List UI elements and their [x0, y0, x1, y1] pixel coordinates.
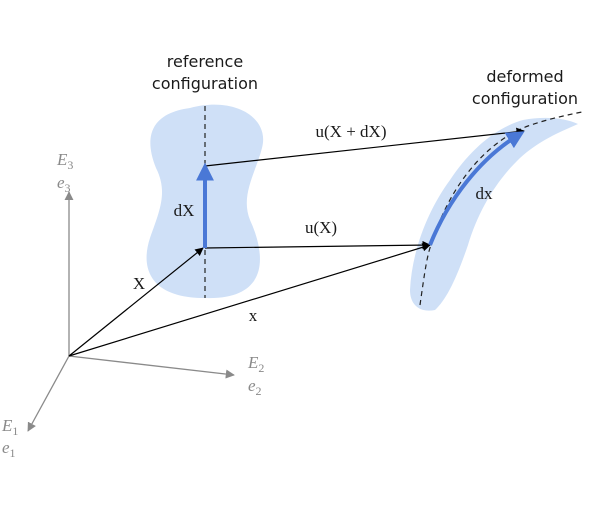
axis-e2-label: e2 [248, 376, 262, 398]
axis-E1-label: E1 [1, 416, 18, 438]
axis-E2-label: E2 [247, 353, 264, 375]
axis-E1-arrow [27, 355, 70, 432]
axis-E3-label: E3 [56, 150, 73, 172]
position-x-label: x [249, 306, 258, 325]
position-vector-x-arrow [68, 243, 431, 357]
deformed-configuration-region [410, 117, 578, 311]
axis-E2-arrow [68, 355, 235, 379]
reference-configuration-label-line1: reference [167, 52, 243, 71]
axis-e1-label: e1 [2, 438, 16, 460]
position-vector-X-arrow [68, 247, 204, 357]
element-dx-arrow [428, 131, 525, 246]
reference-configuration-label-line2: configuration [152, 74, 258, 93]
axis-e3-label: e3 [57, 173, 71, 195]
displacement-uXdX-label: u(X + dX) [316, 122, 387, 141]
element-dX-label: dX [174, 201, 195, 220]
displacement-uXdX-arrow [204, 127, 525, 167]
deformed-configuration-label-line2: configuration [472, 89, 578, 108]
deformed-configuration-label-line1: deformed [486, 67, 563, 86]
deformed-dashed-curve [419, 111, 583, 306]
position-X-label: X [133, 274, 145, 293]
displacement-uX-arrow [204, 240, 431, 250]
displacement-uX-label: u(X) [305, 218, 337, 237]
element-dx-label: dx [476, 184, 494, 203]
